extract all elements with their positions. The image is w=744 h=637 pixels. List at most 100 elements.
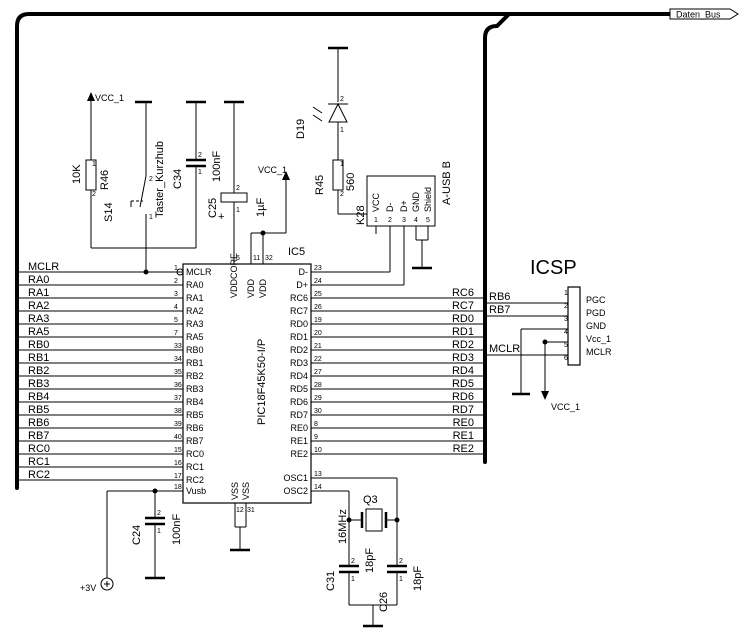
ic5-pin-num-rd1: 20	[314, 330, 322, 337]
ic5-pin-num-rd7: 30	[314, 408, 322, 415]
net-label-rb7: RB7	[28, 430, 49, 442]
ic5-pin-num-ra1: 3	[174, 291, 178, 298]
ic5-pin-num-rb6: 39	[174, 421, 182, 428]
vcc-arrow-icon-c	[541, 391, 549, 400]
plus3v-label: +3V	[80, 583, 96, 593]
c26-pin2: 2	[399, 558, 403, 565]
ic5-pin-num-osc2: 14	[314, 484, 322, 491]
k28-value: A-USB B	[441, 161, 453, 205]
c25-body	[220, 192, 248, 203]
ic5-pin-num-rd4: 27	[314, 369, 322, 376]
q3-ref: Q3	[363, 494, 378, 506]
ic5-pin-num-rb1: 34	[174, 356, 182, 363]
net-label-rd0: RD0	[452, 313, 474, 325]
vcc-arrow-icon-b	[282, 171, 290, 180]
c24-ref: C24	[131, 525, 143, 545]
net-label-rd1: RD1	[452, 326, 474, 338]
ic5-pin-name-rb1: RB1	[186, 358, 204, 368]
net-label-ra5: RA5	[28, 326, 49, 338]
k28-pin-name-0: VCC	[371, 192, 381, 212]
k28-pin-num-3: 4	[414, 217, 418, 224]
c24-pin2: 2	[157, 510, 161, 517]
k28-pin-name-2: D+	[399, 200, 409, 212]
icsp-net-rb7: RB7	[489, 304, 510, 316]
bus-port-flag	[669, 8, 739, 20]
r45-value: 560	[345, 173, 357, 191]
net-label-rb3: RB3	[28, 378, 49, 390]
ic5-pin-num-rb0: 33	[174, 343, 182, 350]
ic5-part: PIC18F45K50-I/P	[256, 339, 268, 425]
crystal-network: Q3 16MHz 2 1 C31 18pF 2 1 C26 18pF	[311, 477, 424, 628]
icsp-net-mclr: MCLR	[489, 343, 520, 355]
ic5-pin-name-rd5: RD5	[290, 384, 308, 394]
ic5-pin-name-rc0: RC0	[186, 449, 204, 459]
ic5-pin-name-ra5: RA5	[186, 332, 204, 342]
ic5-pin-name-re2: RE2	[290, 449, 308, 459]
c25-value: 1µF	[255, 198, 267, 217]
ic5-pin-name-re0: RE0	[290, 423, 308, 433]
icsp-net-rb6: RB6	[489, 291, 510, 303]
net-label-rb4: RB4	[28, 391, 49, 403]
ic5-pin-num-ra2: 4	[174, 304, 178, 311]
ic5-pin-name-rd2: RD2	[290, 345, 308, 355]
ic5-pin-name-ra1: RA1	[186, 293, 204, 303]
ic5-pin-num-rc7: 26	[314, 304, 322, 311]
reset-network: VCC_1 1 2 10K R46 2 1 S14 Taster_Kurzhub…	[71, 92, 223, 275]
ic5-pin-name-dx: D-	[299, 267, 309, 277]
net-label-rd7: RD7	[452, 404, 474, 416]
net-label-rc2: RC2	[28, 469, 50, 481]
icsp-pin-num-1: 2	[564, 303, 568, 310]
c25-ref: C25	[207, 198, 219, 218]
k28-pin-num-4: 5	[426, 217, 430, 224]
icsp-pin-name-0: PGC	[586, 295, 606, 305]
net-label-rd3: RD3	[452, 352, 474, 364]
ic5-top-name-1: VDD	[246, 278, 256, 298]
k28-pin-name-4: Shield	[423, 187, 433, 212]
net-label-mclr: MCLR	[28, 261, 59, 273]
ic5-pin-num-vusb: 18	[174, 484, 182, 491]
c31-pin2: 2	[351, 558, 355, 565]
ic5-pin-name-dx: D+	[296, 280, 308, 290]
ic5-pin-name-rd1: RD1	[290, 332, 308, 342]
r45-pin2: 2	[340, 191, 344, 198]
net-label-ra2: RA2	[28, 300, 49, 312]
d19-pin2: 2	[340, 96, 344, 103]
ic5-pin-name-rb7: RB7	[186, 436, 204, 446]
d19-ref: D19	[295, 119, 307, 139]
ic5-pin-name-rb5: RB5	[186, 410, 204, 420]
net-label-rd6: RD6	[452, 391, 474, 403]
ic5-pin-num-ra3: 5	[174, 317, 178, 324]
ic5-pin-name-rb6: RB6	[186, 423, 204, 433]
icsp-pin-name-3: Vcc_1	[586, 334, 611, 344]
led-network: 2 1 D19 1 2 R45 560	[295, 46, 370, 215]
k28-body	[366, 175, 436, 227]
ic5-pin-name-rd3: RD3	[290, 358, 308, 368]
net-label-rd4: RD4	[452, 365, 474, 377]
net-label-rb1: RB1	[28, 352, 49, 364]
ic5-bottom-name-0: VSS	[230, 482, 240, 500]
k28-pin-num-0: 1	[374, 217, 378, 224]
ic5-pin-num-rd5: 28	[314, 382, 322, 389]
ic5-pin-num-rd6: 29	[314, 395, 322, 402]
net-label-rc1: RC1	[28, 456, 50, 468]
ic5-pin-name-ra3: RA3	[186, 319, 204, 329]
net-label-ra3: RA3	[28, 313, 49, 325]
ic5-top-name-0: VDDCORE	[229, 253, 239, 298]
icsp-pin-num-0: 1	[564, 290, 568, 297]
ic5-pin-num-dx: 23	[314, 265, 322, 272]
ic5-bottom-num-1: 31	[247, 507, 255, 514]
ic5-pin-num-rb4: 37	[174, 395, 182, 402]
ic5-pin-name-re1: RE1	[290, 436, 308, 446]
ic5-top-num-2: 32	[265, 255, 273, 262]
ic5-pin-num-rc2: 17	[174, 473, 182, 480]
vcc-label-a: VCC_1	[95, 93, 124, 103]
ic5-top-num-0: 6	[236, 255, 240, 262]
c34-pin2: 2	[198, 152, 202, 159]
k28-pin-name-1: D-	[385, 203, 395, 213]
icsp-pin-name-4: MCLR	[586, 347, 612, 357]
